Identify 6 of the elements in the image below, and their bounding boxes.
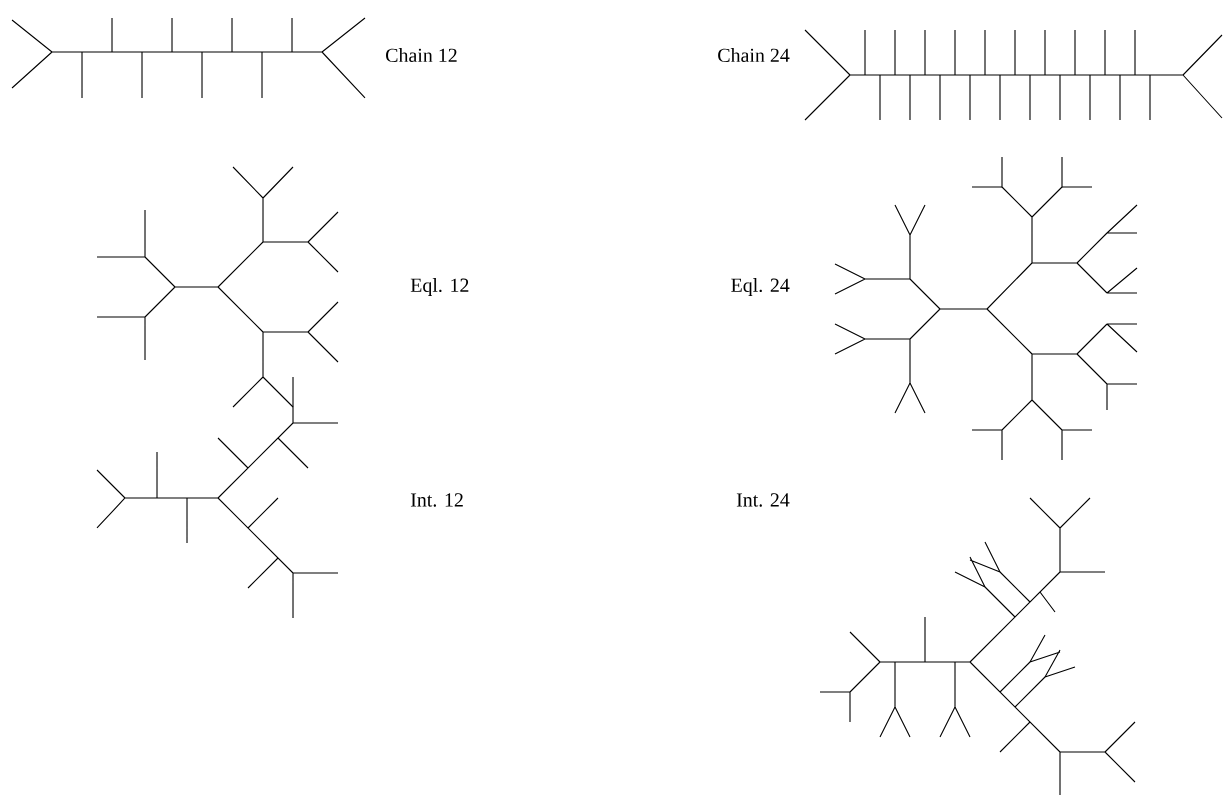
tree-label: Int. 24: [736, 493, 790, 507]
tree-label: Int. 12: [410, 493, 463, 507]
tree-label: Chain 24: [718, 48, 790, 62]
tree-label: Eql. 12: [410, 277, 469, 296]
tree-label: Chain 12: [386, 48, 457, 62]
tree-label: Eql. 24: [731, 277, 790, 296]
